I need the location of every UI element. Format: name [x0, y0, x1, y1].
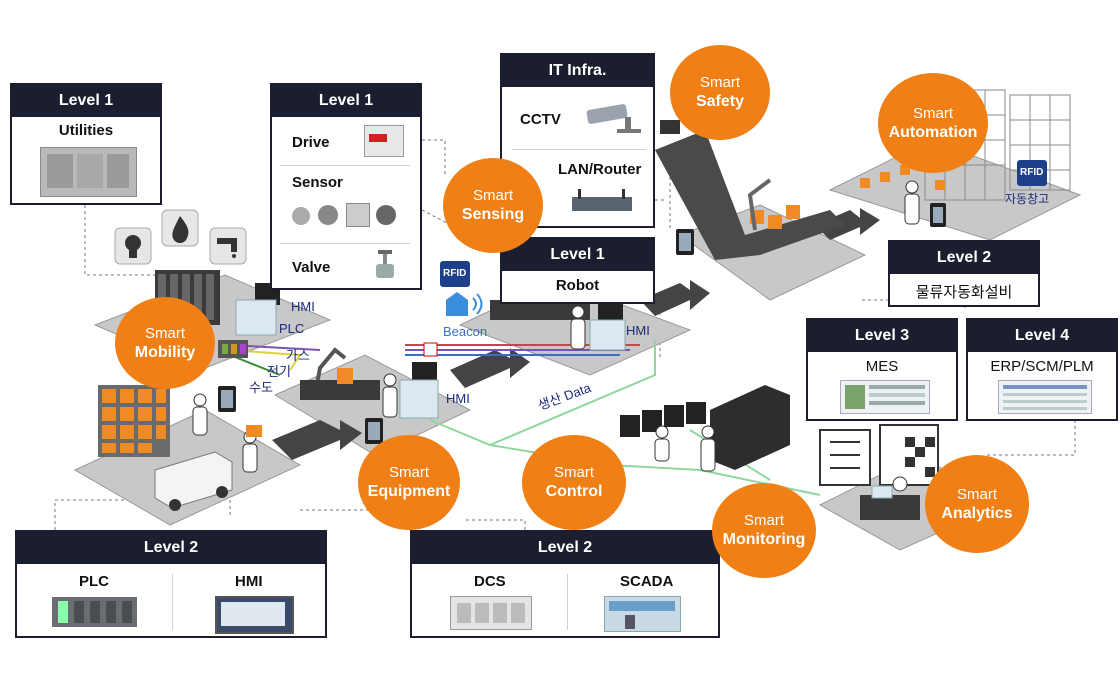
monitor-icon [589, 300, 626, 351]
hmi-device-label: HMI [235, 573, 263, 590]
level-heading: Level 1 [502, 239, 653, 271]
auto-warehouse-label: 자동창고 [1005, 192, 1050, 206]
delivery-van-icon [154, 451, 233, 511]
rfid-tag-icon [440, 261, 470, 287]
package-icon [246, 425, 262, 437]
flow-arrows [272, 208, 880, 460]
hmi-label: HMI [291, 299, 315, 314]
cctv-label: CCTV [520, 111, 561, 128]
rfid-tag-icon [1017, 160, 1047, 186]
storage-rack-icon [98, 385, 170, 457]
level-box-mes: Level 3 MES [806, 318, 958, 421]
level-box-logistics: Level 2 물류자동화설비 [888, 240, 1040, 307]
bubble-smart-sensing: Smart Sensing [443, 158, 543, 253]
level-heading: Level 4 [968, 320, 1116, 352]
scada-label: SCADA [620, 573, 674, 590]
monitor-icon [399, 362, 439, 419]
sensor-label: Sensor [292, 174, 343, 191]
drive-icon [364, 125, 404, 157]
level-box-devices: Level 1 Drive Sensor Valve [270, 83, 422, 290]
level-heading: Level 1 [12, 85, 160, 117]
hmi-panel-icon [215, 596, 294, 634]
router-icon [572, 187, 632, 215]
meter-panel-icon [218, 340, 248, 358]
hmi-label: HMI [446, 391, 470, 406]
rfid-label: RFID [1020, 167, 1044, 178]
checklist-board-icon [819, 429, 871, 486]
beacon-icon [446, 292, 483, 316]
level-box-dcs-scada: Level 2 DCS SCADA [410, 530, 720, 638]
bubble-smart-analytics: Smart Analytics [925, 455, 1029, 553]
level-heading: Level 2 [890, 242, 1038, 274]
package-icon [337, 368, 353, 384]
erp-screenshot-icon [998, 380, 1092, 414]
logistics-title: 물류자동화설비 [915, 284, 1013, 301]
robot-title: Robot [555, 277, 600, 294]
water-label: 수도 [249, 380, 273, 395]
worker-icon [654, 425, 716, 472]
erp-title: ERP/SCM/PLM [990, 358, 1094, 375]
workbench-icon [490, 300, 590, 320]
bubble-smart-safety: Smart Safety [670, 45, 770, 140]
bubble-smart-automation: Smart Automation [878, 73, 988, 173]
cctv-camera-icon [586, 103, 647, 133]
dcs-device-icon [450, 596, 532, 630]
package-icon [860, 165, 945, 190]
level-box-robot: Level 1 Robot [500, 237, 655, 304]
worker-icon [382, 373, 398, 418]
robot-arm-icon [747, 178, 772, 231]
bubble-smart-mobility: Smart Mobility [115, 297, 215, 389]
bubble-smart-equipment: Smart Equipment [358, 435, 460, 530]
mes-title: MES [865, 358, 899, 375]
light-bulb-icon [114, 227, 152, 265]
level-heading: Level 3 [808, 320, 956, 352]
tablet-icon [676, 229, 694, 255]
faucet-icon [209, 227, 247, 265]
air-handler-icon [40, 147, 137, 197]
server-cabinets-icon [710, 385, 790, 470]
level-box-erp: Level 4 ERP/SCM/PLM [966, 318, 1118, 421]
tablet-icon [930, 203, 946, 227]
rfid-label: RFID [443, 268, 467, 279]
lan-router-label: LAN/Router [558, 161, 642, 178]
plc-label: PLC [279, 321, 305, 336]
level-heading: Level 2 [412, 532, 718, 564]
workbench-icon [300, 380, 380, 400]
level-box-utilities: Level 1 Utilities [10, 83, 162, 205]
grid-board-icon [879, 424, 939, 486]
conveyor-icon [655, 130, 845, 260]
drive-label: Drive [292, 134, 330, 151]
level-heading: Level 2 [17, 532, 325, 564]
flame-icon [161, 209, 199, 247]
level-heading: IT Infra. [502, 55, 653, 87]
tag-marker [423, 342, 438, 357]
bubble-smart-control: Smart Control [522, 435, 626, 530]
valve-icon [376, 250, 394, 280]
electricity-label: 전기 [267, 364, 291, 379]
hmi-label: HMI [626, 323, 650, 338]
level-heading: Level 1 [272, 85, 420, 117]
dcs-label: DCS [474, 573, 506, 590]
tablet-icon [218, 386, 236, 412]
scada-room-icon [604, 596, 681, 632]
tablet-icon [365, 418, 383, 444]
control-monitors-icon [620, 402, 706, 437]
plc-device-icon [52, 597, 137, 627]
monitor-icon [235, 283, 280, 336]
camera-icon [660, 120, 680, 134]
utilities-title: Utilities [58, 122, 114, 139]
beacon-label: Beacon [443, 324, 488, 339]
analyst-desk-icon [860, 476, 920, 520]
plc-device-label: PLC [79, 573, 109, 590]
level-box-plc-hmi: Level 2 PLC HMI [15, 530, 327, 638]
sensor-icon [292, 203, 402, 229]
bubble-smart-monitoring: Smart Monitoring [712, 483, 816, 578]
worker-icon [570, 305, 586, 350]
mes-screenshot-icon [840, 380, 930, 414]
gas-label: 가스 [286, 348, 310, 363]
valve-label: Valve [292, 259, 331, 276]
worker-icon [904, 180, 920, 225]
